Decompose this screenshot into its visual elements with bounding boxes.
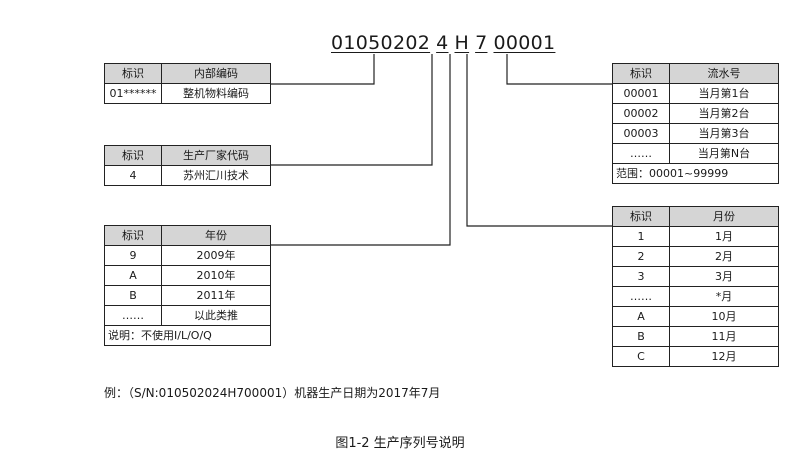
serial-segment-year: H xyxy=(454,32,470,54)
table-row: A 2010年 xyxy=(104,265,271,286)
table-header-cell: 月份 xyxy=(669,206,779,227)
table-cell: A xyxy=(104,265,162,286)
table-cell: …… xyxy=(104,305,162,326)
table-row: B 2011年 xyxy=(104,285,271,306)
table-cell: C xyxy=(612,346,670,367)
table-cell: 2010年 xyxy=(161,265,271,286)
table-header-cell: 标识 xyxy=(612,63,670,84)
table-cell: 1月 xyxy=(669,226,779,247)
table-cell: 2009年 xyxy=(161,245,271,266)
table-cell: 1 xyxy=(612,226,670,247)
figure-caption: 图1-2 生产序列号说明 xyxy=(335,436,465,451)
table-cell: 2011年 xyxy=(161,285,271,306)
serial-segment-manufacturer: 4 xyxy=(436,32,449,54)
table-cell: 01****** xyxy=(104,83,162,104)
table-header-row: 标识 内部编码 xyxy=(104,63,271,84)
table-cell: A xyxy=(612,306,670,327)
month-table: 标识 月份 1 1月 2 2月 3 3月 …… *月 A 10月 B 11月 C… xyxy=(612,206,779,367)
table-cell: 4 xyxy=(104,165,162,186)
manufacturer-table: 标识 生产厂家代码 4 苏州汇川技术 xyxy=(104,145,271,186)
table-cell: 当月第2台 xyxy=(669,103,779,124)
connector-month xyxy=(466,54,612,227)
table-row: 00002 当月第2台 xyxy=(612,103,779,124)
table-row: 4 苏州汇川技术 xyxy=(104,165,271,186)
serial-segment-sequence: 00001 xyxy=(493,32,556,54)
serial-segment-internal-code: 01050202 xyxy=(331,32,431,54)
table-row: …… 以此类推 xyxy=(104,305,271,326)
table-header-cell: 标识 xyxy=(612,206,670,227)
table-cell: 11月 xyxy=(669,326,779,347)
table-cell: 9 xyxy=(104,245,162,266)
table-cell: 整机物料编码 xyxy=(161,83,271,104)
table-cell: *月 xyxy=(669,286,779,307)
table-cell: 10月 xyxy=(669,306,779,327)
table-row: 3 3月 xyxy=(612,266,779,287)
connector-internal-code xyxy=(270,54,375,85)
sequence-table-note: 范围：00001~99999 xyxy=(612,163,779,184)
table-row: …… 当月第N台 xyxy=(612,143,779,164)
table-header-cell: 流水号 xyxy=(669,63,779,84)
table-cell: 苏州汇川技术 xyxy=(161,165,271,186)
connector-year xyxy=(270,54,451,246)
table-row: 9 2009年 xyxy=(104,245,271,266)
table-cell: 当月第1台 xyxy=(669,83,779,104)
table-row: 00003 当月第3台 xyxy=(612,123,779,144)
table-row: C 12月 xyxy=(612,346,779,367)
table-row: 2 2月 xyxy=(612,246,779,267)
table-cell: B xyxy=(612,326,670,347)
table-header-cell: 生产厂家代码 xyxy=(161,145,271,166)
table-cell: 2 xyxy=(612,246,670,267)
table-header-cell: 标识 xyxy=(104,145,162,166)
table-header-row: 标识 年份 xyxy=(104,225,271,246)
table-cell: 3 xyxy=(612,266,670,287)
table-cell: 当月第3台 xyxy=(669,123,779,144)
connector-manufacturer xyxy=(270,54,433,166)
table-cell: 以此类推 xyxy=(161,305,271,326)
table-row: …… *月 xyxy=(612,286,779,307)
table-row: 01****** 整机物料编码 xyxy=(104,83,271,104)
year-table: 标识 年份 9 2009年 A 2010年 B 2011年 …… 以此类推 说明… xyxy=(104,225,271,346)
table-cell: 00003 xyxy=(612,123,670,144)
connector-sequence xyxy=(506,54,612,85)
table-cell: B xyxy=(104,285,162,306)
table-cell: …… xyxy=(612,286,670,307)
table-header-row: 标识 流水号 xyxy=(612,63,779,84)
table-row: B 11月 xyxy=(612,326,779,347)
table-note-row: 范围：00001~99999 xyxy=(612,163,779,184)
table-row: 00001 当月第1台 xyxy=(612,83,779,104)
table-note-row: 说明：不使用I/L/O/Q xyxy=(104,325,271,346)
table-cell: …… xyxy=(612,143,670,164)
table-header-cell: 标识 xyxy=(104,63,162,84)
sequence-table: 标识 流水号 00001 当月第1台 00002 当月第2台 00003 当月第… xyxy=(612,63,779,184)
table-row: 1 1月 xyxy=(612,226,779,247)
table-cell: 2月 xyxy=(669,246,779,267)
example-text: 例：（S/N:010502024H700001）机器生产日期为2017年7月 xyxy=(104,386,441,400)
table-cell: 当月第N台 xyxy=(669,143,779,164)
table-cell: 12月 xyxy=(669,346,779,367)
table-cell: 3月 xyxy=(669,266,779,287)
table-header-row: 标识 生产厂家代码 xyxy=(104,145,271,166)
table-cell: 00002 xyxy=(612,103,670,124)
year-table-note: 说明：不使用I/L/O/Q xyxy=(104,325,271,346)
table-header-cell: 年份 xyxy=(161,225,271,246)
table-header-cell: 标识 xyxy=(104,225,162,246)
internal-code-table: 标识 内部编码 01****** 整机物料编码 xyxy=(104,63,271,104)
serial-segment-month: 7 xyxy=(475,32,488,54)
table-row: A 10月 xyxy=(612,306,779,327)
table-cell: 00001 xyxy=(612,83,670,104)
table-header-cell: 内部编码 xyxy=(161,63,271,84)
table-header-row: 标识 月份 xyxy=(612,206,779,227)
